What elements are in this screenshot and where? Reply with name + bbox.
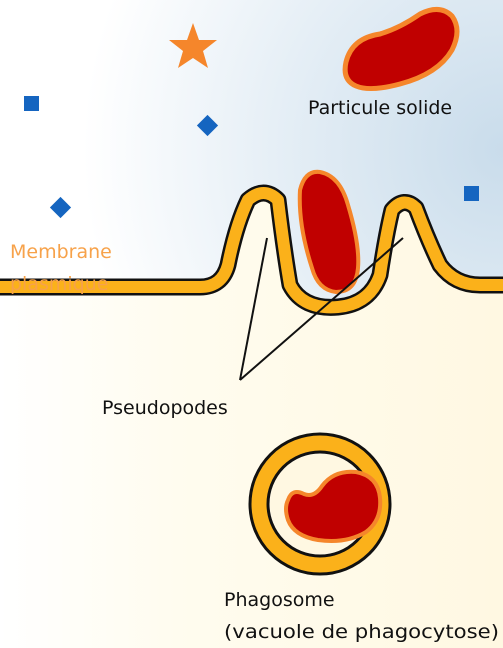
pseudopods-label: Pseudopodes — [102, 397, 228, 419]
phagosome-label-line1: Phagosome — [224, 589, 335, 611]
phagosome-label-line2: (vacuole de phagocytose) — [224, 621, 499, 643]
small-particle-square-1 — [24, 96, 39, 111]
particle-label: Particule solide — [308, 97, 452, 119]
membrane-label-line1: Membrane — [10, 241, 112, 263]
membrane-label-line2: plasmique — [10, 273, 108, 295]
small-particle-square-2 — [464, 186, 479, 201]
